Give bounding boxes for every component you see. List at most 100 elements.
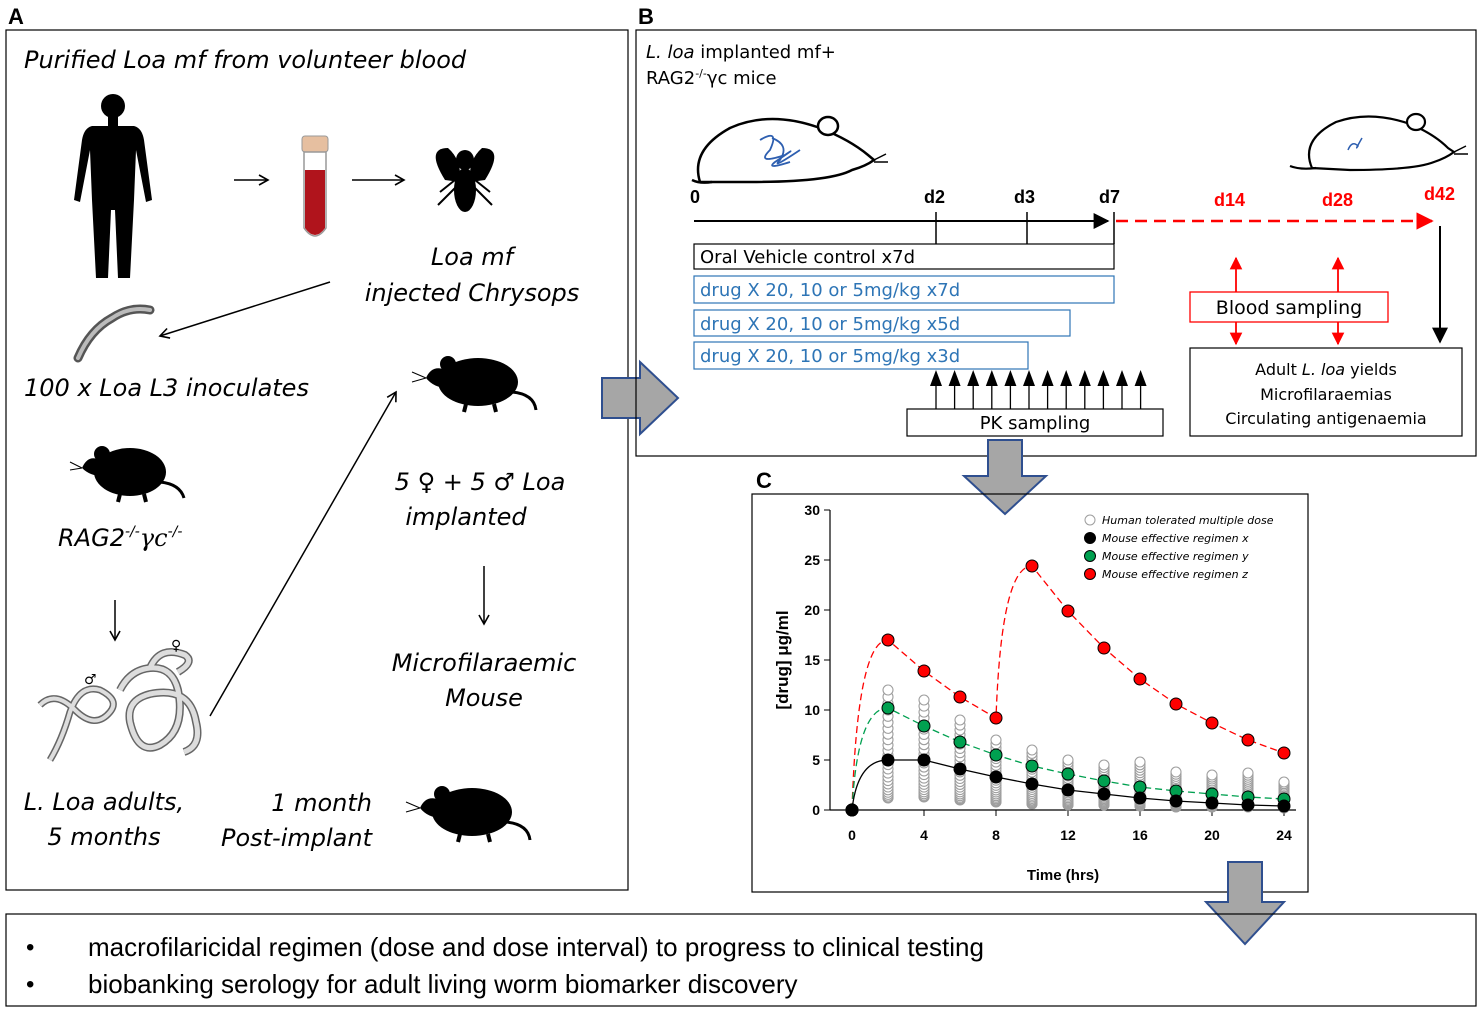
series-point <box>917 719 931 733</box>
series-point <box>1133 791 1147 805</box>
flow-arrow-b-to-c <box>961 439 1049 516</box>
arrow-fly-to-larva <box>158 281 331 339</box>
panel-c-frame <box>751 493 1309 893</box>
pk-arrow-head <box>930 370 942 386</box>
pk-sampling-box <box>906 408 1164 437</box>
legend-marker <box>1084 532 1096 544</box>
series-point <box>1241 798 1255 812</box>
blood-sampling-box <box>1189 291 1389 323</box>
series-point <box>1241 733 1255 747</box>
series-point <box>953 690 967 704</box>
y-tick-label: 30 <box>804 502 820 518</box>
human-dose-point <box>918 694 930 706</box>
series-point <box>1205 716 1219 730</box>
series-point <box>989 711 1003 725</box>
y-tick-label: 25 <box>804 552 820 568</box>
legend-marker <box>1084 550 1096 562</box>
pk-arrow-head <box>967 370 980 386</box>
series-point <box>1169 697 1183 711</box>
outcome-microfilaraemias: Microfilaraemias <box>1260 385 1392 404</box>
panel-b-header-line2: RAG2-/-γc mice <box>646 67 777 89</box>
timeline-0: 0 <box>690 187 700 207</box>
human-dose-point <box>1098 759 1110 771</box>
regimen-label-3d: drug X 20, 10 or 5mg/kg x3d <box>700 346 960 367</box>
human-dose-point <box>1026 744 1038 756</box>
human-dose-point <box>1242 767 1254 779</box>
series-point <box>1277 746 1291 760</box>
x-tick-label: 24 <box>1276 827 1292 843</box>
legend-marker <box>1084 514 1096 526</box>
series-point <box>881 633 895 647</box>
series-point <box>1133 780 1147 794</box>
human-dose-point <box>882 684 894 696</box>
pk-arrow-head <box>1060 370 1073 386</box>
mouse-outline-icon <box>691 115 888 184</box>
x-tick-label: 20 <box>1204 827 1220 843</box>
post-implant-line1: 1 month <box>271 789 372 817</box>
adults-caption-line1: L. Loa adults, <box>24 788 184 816</box>
series-point <box>881 701 895 715</box>
adult-worms-icon <box>37 648 202 762</box>
blood-sampling-label: Blood sampling <box>1216 297 1362 319</box>
y-tick-label: 5 <box>812 752 820 768</box>
human-dose-point <box>990 734 1002 746</box>
y-tick-label: 10 <box>804 702 820 718</box>
pk-arrow-head <box>985 370 998 386</box>
series-point <box>989 770 1003 784</box>
implanted-caption-line1: 5 ♀ + 5 ♂ Loa <box>395 468 566 496</box>
pk-sampling-label: PK sampling <box>980 413 1091 434</box>
series-point <box>917 664 931 678</box>
y-tick-label: 15 <box>804 652 820 668</box>
bullet-2: • <box>26 971 34 998</box>
series-point <box>1061 767 1075 781</box>
blood-tube-icon <box>301 135 329 237</box>
regimen-bar-3d <box>693 341 1029 370</box>
implanted-caption-line2: implanted <box>405 503 527 531</box>
fly-icon <box>435 148 495 212</box>
human-dose-point <box>954 714 966 726</box>
series-point <box>845 803 859 817</box>
pk-arrow-head <box>1023 370 1035 386</box>
series-point <box>1133 672 1147 686</box>
adults-caption-line2: 5 months <box>47 823 160 851</box>
panel-b-frame <box>635 29 1477 457</box>
l3-caption: 100 x Loa L3 inoculates <box>24 374 309 402</box>
series-point <box>953 735 967 749</box>
x-axis-label: Time (hrs) <box>1027 867 1099 884</box>
human-dose-point <box>1278 776 1290 788</box>
mouse-silhouette-icon <box>69 446 186 503</box>
human-dose-point <box>1062 754 1074 766</box>
timeline-d14: d14 <box>1214 190 1245 210</box>
series-point <box>1025 559 1039 573</box>
series-point <box>953 762 967 776</box>
series-point <box>1277 799 1291 813</box>
timeline-d2: d2 <box>924 187 945 207</box>
flow-arrow-a-to-b <box>601 359 680 437</box>
human-dose-point <box>1170 766 1182 778</box>
male-symbol: ♂ <box>84 672 97 688</box>
human-dose-point <box>1134 756 1146 768</box>
series-point <box>1205 796 1219 810</box>
y-tick-label: 0 <box>812 802 820 818</box>
pk-arrow-head <box>948 370 961 386</box>
x-tick-label: 8 <box>992 827 1000 843</box>
series-point <box>1061 783 1075 797</box>
panel-c-label: C <box>756 468 772 493</box>
series-point <box>881 753 895 767</box>
timeline-d7: d7 <box>1099 187 1120 207</box>
x-tick-label: 16 <box>1132 827 1148 843</box>
series-point <box>1025 759 1039 773</box>
series-point <box>1061 604 1075 618</box>
pk-arrow-head <box>1134 370 1147 386</box>
pk-arrow-head <box>1004 370 1017 386</box>
arrow-adults-to-mouse <box>209 390 397 717</box>
mouse-silhouette-icon <box>405 786 532 843</box>
female-symbol: ♀ <box>171 638 181 654</box>
legend-marker <box>1084 568 1096 580</box>
outcome-adult-yields: Adult L. loa yields <box>1255 360 1397 379</box>
post-implant-line2: Post-implant <box>221 824 374 852</box>
legend-label: Human tolerated multiple dose <box>1102 514 1274 527</box>
microfil-caption-line2: Mouse <box>445 684 523 712</box>
panel-b: B L. loa implanted mf+ RAG2-/-γc mice 0 … <box>635 4 1477 457</box>
